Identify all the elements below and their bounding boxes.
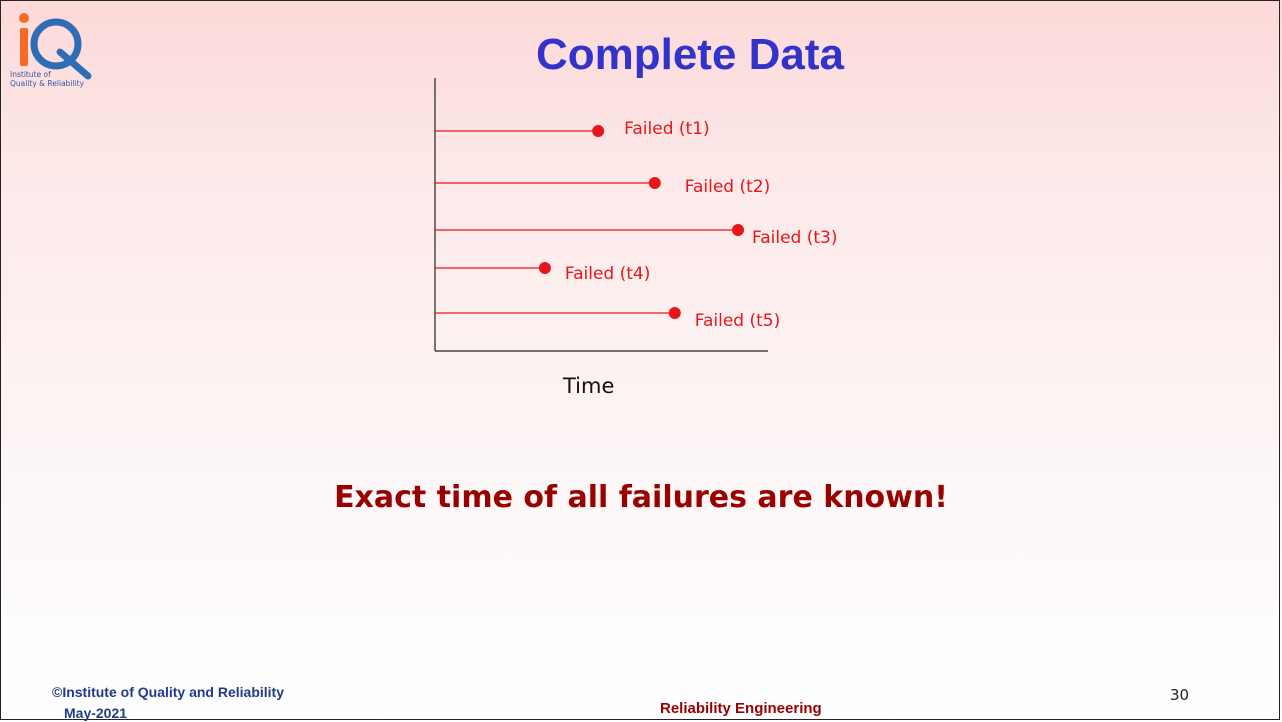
logo-caption: Institute of Quality & Reliability [10,70,85,88]
institute-logo [19,13,92,80]
time-axis-label: Time [563,374,615,398]
failure-label: Failed (t5) [694,311,781,331]
failure-label: Failed (t1) [624,119,710,139]
failure-label: Failed (t2) [684,177,771,197]
failure-label: Failed (t3) [752,228,838,248]
failure-point [648,177,661,189]
footer-course-title: Reliability Engineering [660,700,822,717]
failure-point [668,307,681,319]
failure-point [538,262,551,274]
footer-date: May-2021 [64,705,128,721]
failure-point [592,125,605,137]
slide-title: Complete Data [535,30,845,79]
footer-copyright: ©Institute of Quality and Reliability [52,684,285,700]
failure-point [732,224,745,236]
failure-label: Failed (t4) [564,264,651,284]
slide-page-number: 30 [1170,686,1190,704]
key-message: Exact time of all failures are known! [334,480,948,515]
